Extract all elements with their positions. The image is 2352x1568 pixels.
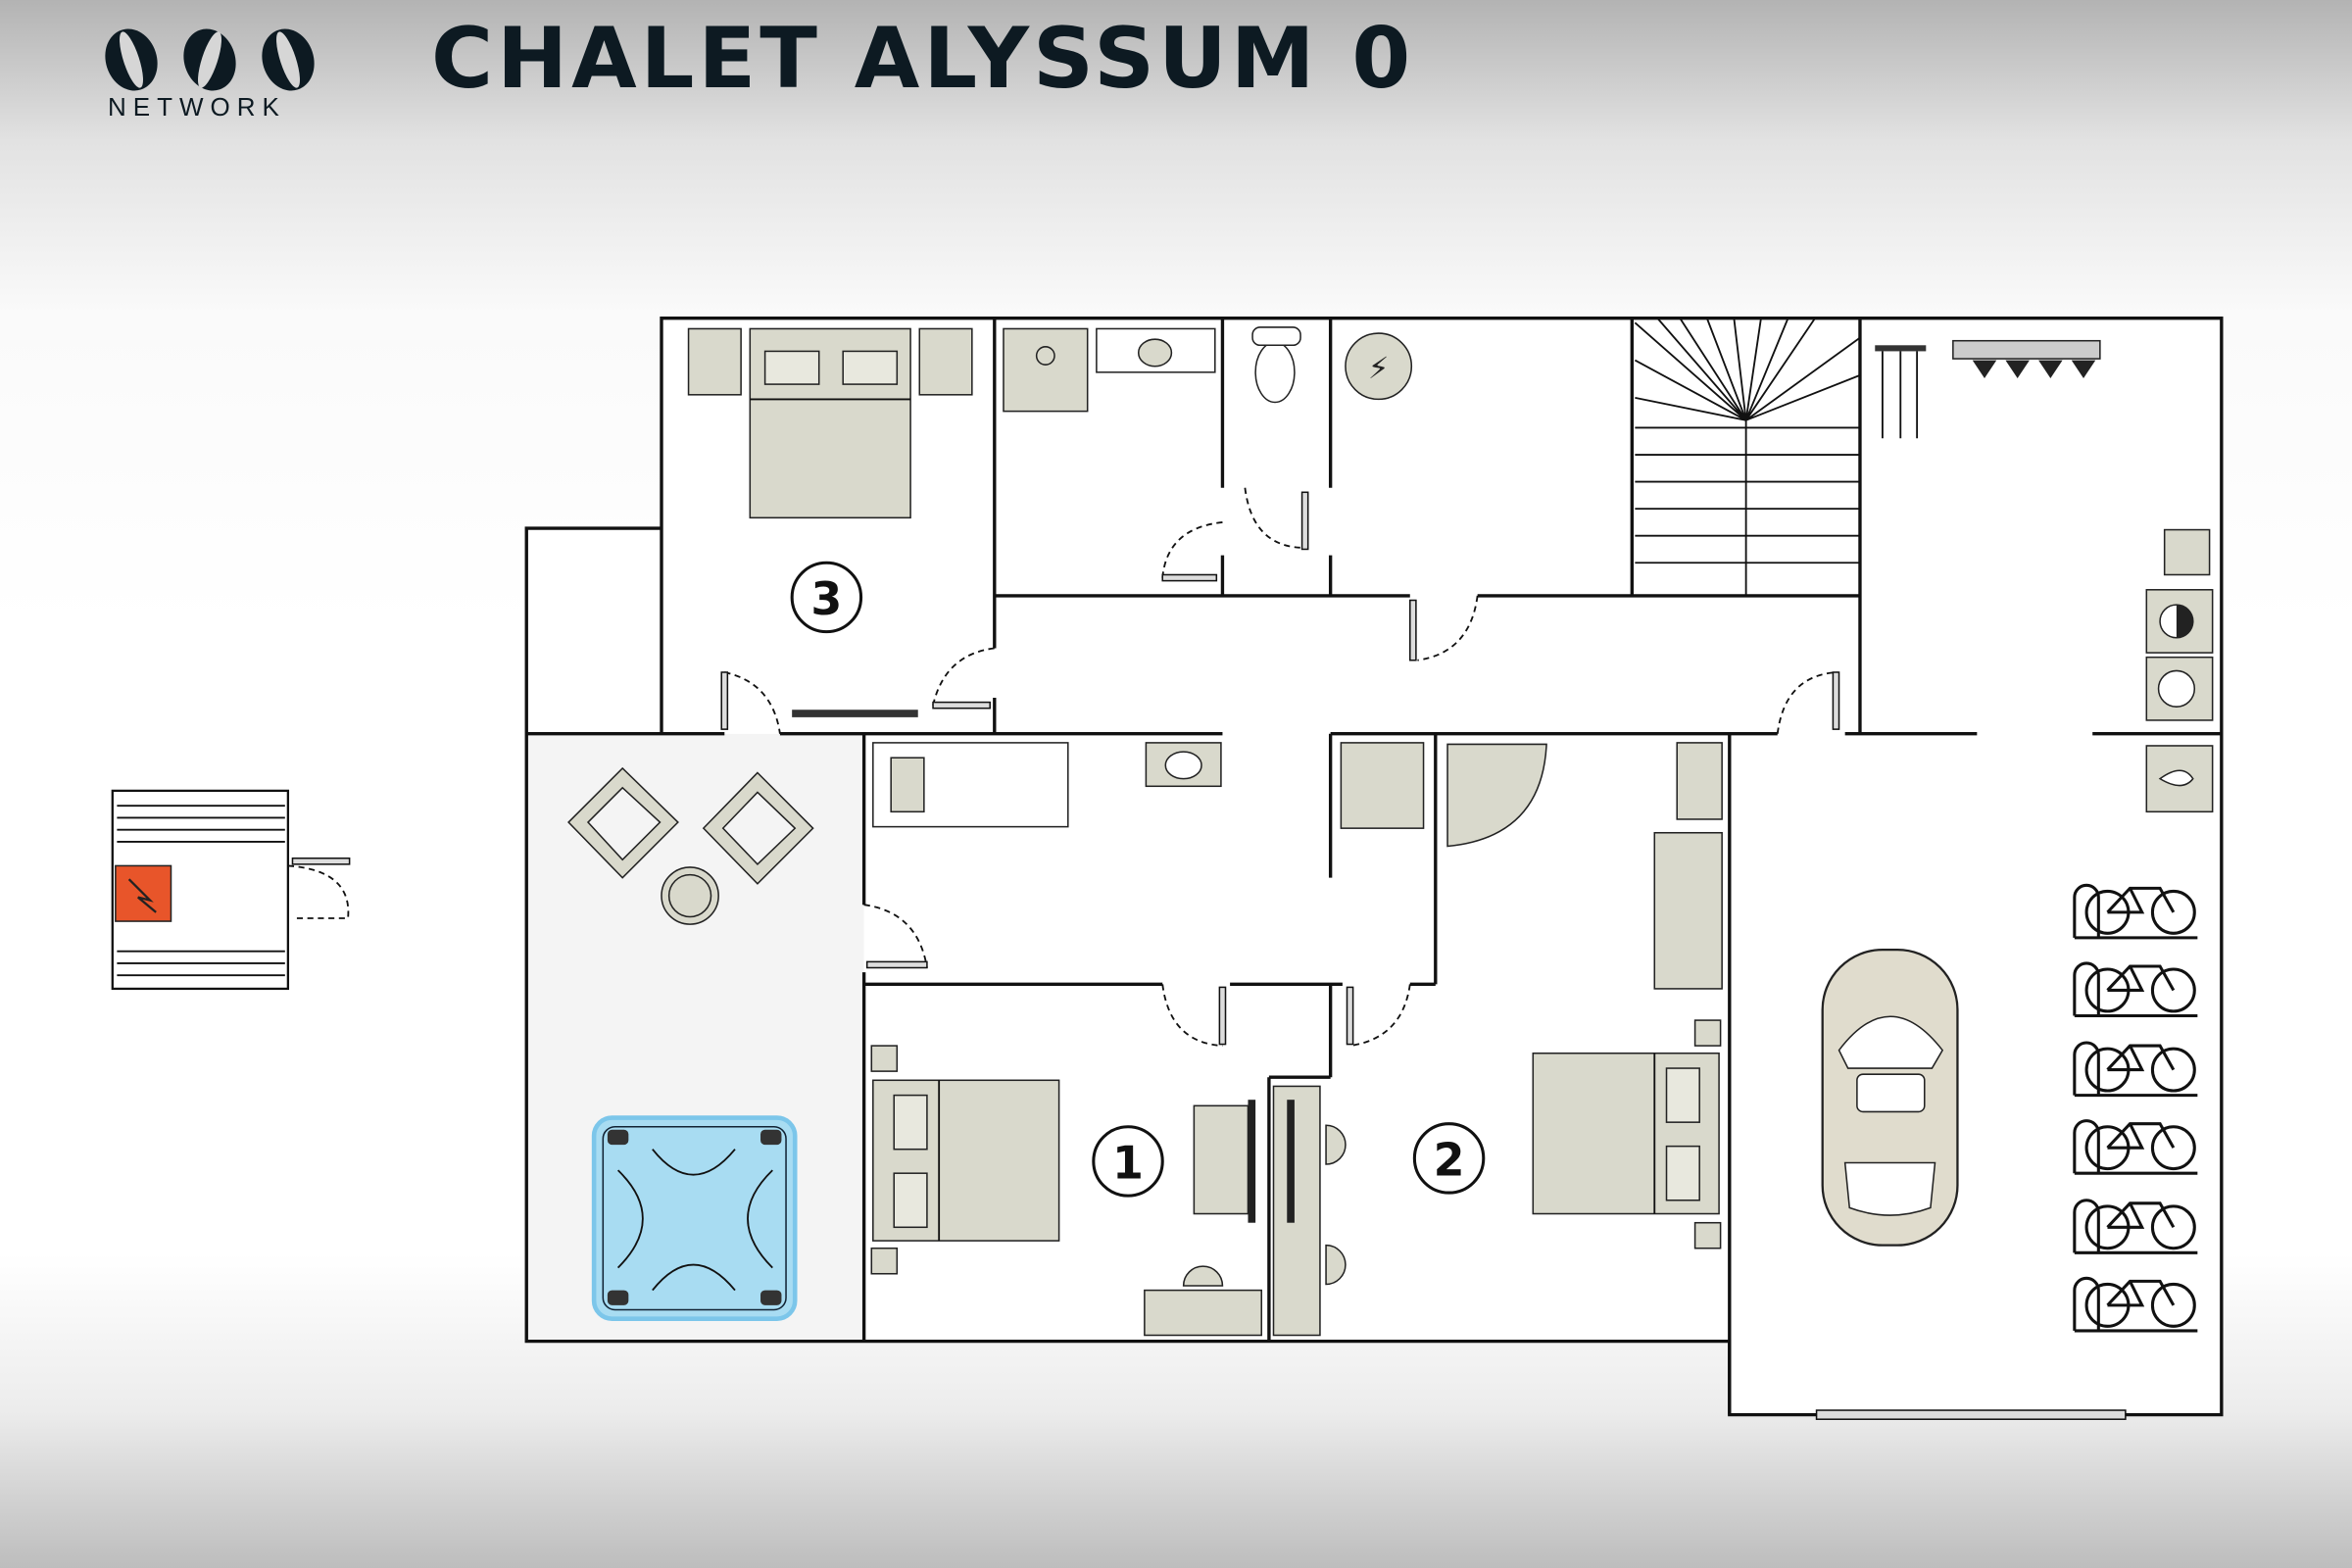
bedroom-1-furniture (870, 1045, 1347, 1337)
boiler-icon (1345, 332, 1413, 401)
bedroom-2-furniture (1532, 1019, 1722, 1250)
room-2-label: 2 (1412, 1122, 1486, 1195)
svg-text:⚡: ⚡ (1368, 352, 1390, 386)
bathroom-fixtures: ⚡ (1003, 326, 1413, 413)
toilet-icon (1254, 341, 1296, 404)
logo-network-text: NETWORK (108, 92, 286, 122)
room-1-label: 1 (1092, 1125, 1164, 1198)
ono-network-logo (105, 28, 315, 91)
garage-floor (1729, 733, 2222, 1415)
bike-rack (2073, 883, 2198, 1333)
svg-text:1: 1 (1112, 1136, 1144, 1189)
room-3-label: 3 (790, 561, 863, 634)
sliding-door (792, 710, 918, 717)
svg-text:3: 3 (810, 572, 842, 625)
hallway-fixtures (872, 742, 1723, 990)
sauna (111, 789, 351, 991)
doors (720, 487, 2127, 1420)
staircase (1634, 318, 1861, 596)
hot-tub (591, 1115, 798, 1321)
svg-text:2: 2 (1434, 1133, 1465, 1186)
shower-icon (1446, 743, 1547, 848)
laundry-appliances (2145, 528, 2214, 813)
bedroom-3-furniture (687, 327, 973, 519)
terrace-furniture (567, 766, 814, 925)
ski-rack (1875, 339, 2101, 439)
garage-door (1815, 1409, 2127, 1420)
page-title: CHALET ALYSSUM 0 (431, 10, 1415, 108)
car-icon (1821, 948, 1959, 1247)
walls (524, 317, 2224, 1417)
